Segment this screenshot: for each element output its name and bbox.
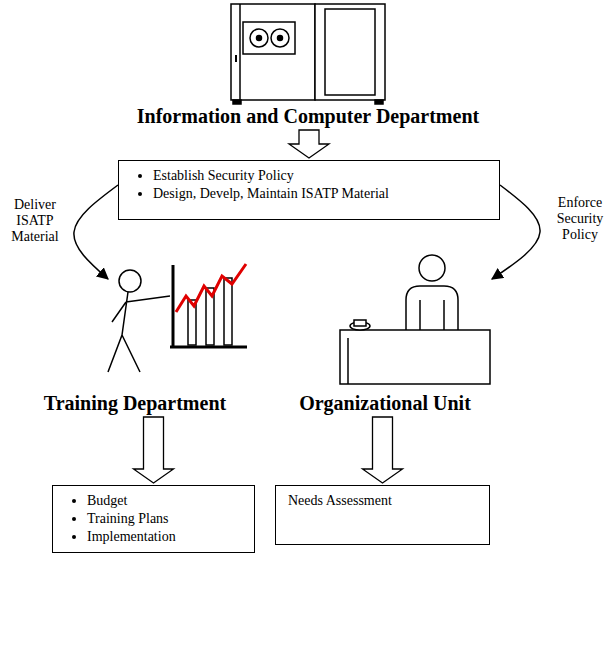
bullet-item: Establish Security Policy — [153, 167, 487, 185]
bullet-list: Establish Security PolicyDesign, Develp,… — [131, 167, 487, 203]
department-heading: Information and Computer Department — [120, 0, 496, 128]
department-heading: Organizational Unit — [270, 275, 500, 415]
desk-figure — [340, 255, 490, 384]
bullet-item: Budget — [87, 492, 242, 510]
curved-arrow — [74, 185, 118, 279]
arrow-label: Deliver ISATP Material — [4, 196, 66, 246]
department-name: Training Department — [44, 391, 226, 415]
block-arrow — [289, 130, 329, 158]
department-name: Information and Computer Department — [137, 104, 479, 128]
block-arrow — [134, 417, 174, 483]
task-box: Needs Assessment — [275, 485, 490, 545]
bullet-item: Design, Develp, Maintain ISATP Material — [153, 185, 487, 203]
box-text: Needs Assessment — [288, 492, 477, 510]
arrow-label: Enforce Security Policy — [550, 194, 610, 244]
task-box: BudgetTraining PlansImplementation — [52, 485, 255, 553]
department-name: Organizational Unit — [299, 391, 471, 415]
bullet-item: Implementation — [87, 528, 242, 546]
presenter-figure — [108, 264, 247, 372]
bullet-item: Training Plans — [87, 510, 242, 528]
block-arrow — [363, 417, 403, 483]
task-box: Establish Security PolicyDesign, Develp,… — [118, 160, 500, 220]
computer-cabinet — [231, 4, 385, 104]
department-heading: Training Department — [20, 275, 250, 415]
bullet-list: BudgetTraining PlansImplementation — [65, 492, 242, 546]
